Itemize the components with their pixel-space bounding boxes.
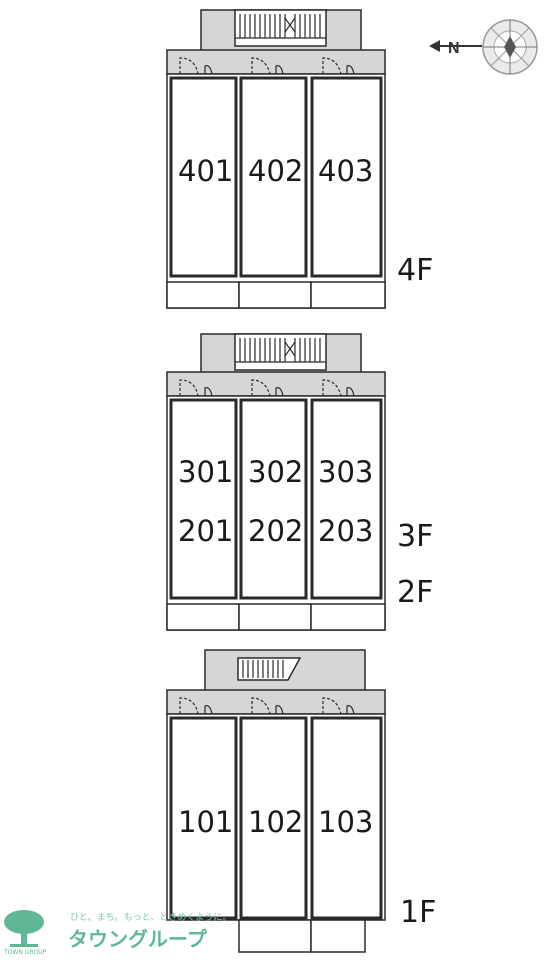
unit-302-room [239, 398, 308, 600]
unit-401-room [169, 76, 238, 278]
staircase-icon [234, 9, 327, 47]
unit-102-label: 102 [248, 805, 303, 839]
unit-403-label: 403 [318, 154, 373, 188]
unit-303-room [310, 398, 383, 600]
balcony [310, 919, 366, 953]
logo-name: タウングループ [68, 927, 208, 951]
staircase-icon [234, 333, 327, 371]
compass-north-label: N [448, 40, 460, 57]
balcony [166, 603, 240, 631]
tree-logo-icon [4, 910, 44, 947]
unit-402-room [239, 76, 308, 278]
unit-403-room [310, 76, 383, 278]
door-swing-icons [179, 57, 355, 75]
unit-203-label: 203 [318, 514, 373, 548]
unit-402-label: 402 [248, 154, 303, 188]
unit-103-room [310, 716, 383, 920]
door-swing-icons [179, 379, 355, 397]
town-group-logo: TOWN GROUP ひと。まち。もっと、ときめくように。 タウングループ [3, 910, 231, 956]
logo-sub-label: TOWN GROUP [3, 949, 47, 956]
balcony [310, 281, 386, 309]
floor-label-4f: 4F [397, 253, 433, 288]
floor-label-1f: 1F [400, 895, 436, 930]
balcony [238, 281, 312, 309]
door-swing-icons [179, 697, 355, 715]
unit-303-label: 303 [318, 455, 373, 489]
balcony [238, 603, 312, 631]
floor-1f-plan: 101 102 103 1F [166, 649, 436, 953]
unit-103-label: 103 [318, 805, 373, 839]
unit-401-label: 401 [178, 154, 233, 188]
floor-label-3f: 3F [397, 519, 433, 554]
compass: N [429, 19, 538, 75]
floor-label-2f: 2F [397, 575, 433, 610]
floor-3f-2f-plan: 301 302 303 201 202 203 3F 2F [166, 333, 433, 631]
unit-302-label: 302 [248, 455, 303, 489]
unit-301-room [169, 398, 238, 600]
balcony [310, 603, 386, 631]
floor-4f-plan: 401 402 403 4F [166, 9, 433, 309]
balcony [166, 281, 240, 309]
unit-202-label: 202 [248, 514, 303, 548]
staircase-icon [237, 657, 302, 681]
north-arrow-icon [429, 40, 482, 52]
unit-102-room [239, 716, 308, 920]
unit-101-label: 101 [178, 805, 233, 839]
balcony [238, 919, 312, 953]
unit-301-label: 301 [178, 455, 233, 489]
unit-201-label: 201 [178, 514, 233, 548]
logo-tagline: ひと。まち。もっと、ときめくように。 [70, 912, 231, 923]
unit-101-room [169, 716, 238, 920]
